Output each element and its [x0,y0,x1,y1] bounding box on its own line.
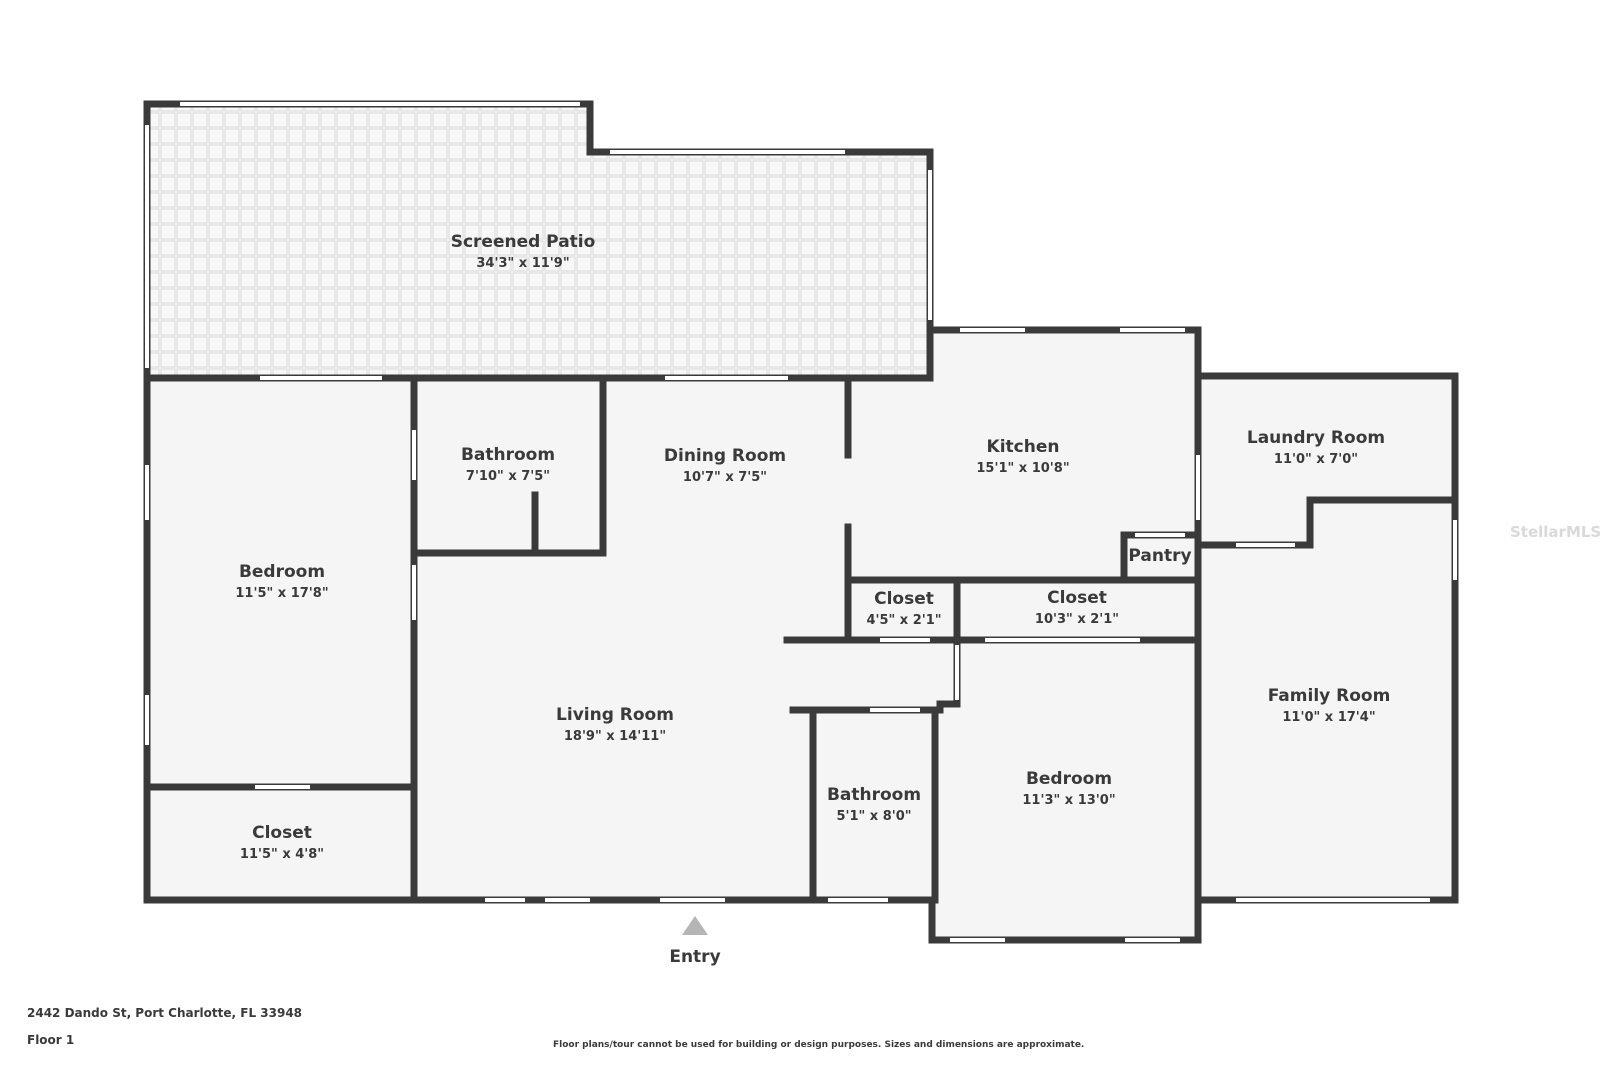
room-name-bedroom-east: Bedroom [1026,769,1112,789]
wall-bath-north [410,374,607,557]
interior-floor [147,330,1455,940]
room-name-closet-west: Closet [252,823,312,843]
room-dims-closet-wide: 10'3" x 2'1" [1035,612,1119,627]
room-dims-bathroom-south: 5'1" x 8'0" [836,809,911,824]
floor-label: Floor 1 [27,1033,75,1047]
room-name-pantry: Pantry [1128,546,1191,566]
room-dims-closet-small: 4'5" x 2'1" [866,613,941,628]
address-text: 2442 Dando St, Port Charlotte, FL 33948 [27,1006,303,1020]
room-name-bathroom-south: Bathroom [827,785,921,805]
watermark: StellarMLS [1510,523,1600,541]
wall-south-east [928,580,1202,944]
room-dims-living-room: 18'9" x 14'11" [564,729,666,744]
wall-closet-mid [936,576,961,708]
room-name-closet-small: Closet [874,589,934,609]
entry-arrow-icon [682,916,708,935]
room-name-screened-patio: Screened Patio [451,232,596,252]
room-name-bedroom-west: Bedroom [239,562,325,582]
room-name-living-room: Living Room [556,705,674,725]
room-dims-closet-west: 11'5" x 4'8" [240,847,324,862]
openings [145,102,1457,942]
disclaimer-text: Floor plans/tour cannot be used for buil… [553,1040,1085,1050]
room-name-closet-wide: Closet [1047,588,1107,608]
room-name-laundry-room: Laundry Room [1247,428,1385,448]
room-dims-bathroom-north: 7'10" x 7'5" [466,469,550,484]
room-name-family-room: Family Room [1268,686,1391,706]
room-dims-dining-room: 10'7" x 7'5" [683,470,767,485]
entry-label: Entry [669,947,720,967]
room-dims-kitchen: 15'1" x 10'8" [976,461,1069,476]
room-floors [147,106,1455,940]
room-name-kitchen: Kitchen [987,437,1060,457]
room-dims-laundry-room: 11'0" x 7'0" [1274,452,1358,467]
room-dims-family-room: 11'0" x 17'4" [1282,710,1375,725]
room-dims-screened-patio: 34'3" x 11'9" [476,256,569,271]
room-labels: Screened Patio 34'3" x 11'9" Bathroom 7'… [235,232,1390,862]
patio-floor [147,106,930,378]
room-dims-bedroom-east: 11'3" x 13'0" [1022,793,1115,808]
room-name-bathroom-north: Bathroom [461,445,555,465]
room-dims-bedroom-west: 11'5" x 17'8" [235,586,328,601]
room-name-dining-room: Dining Room [664,446,786,466]
